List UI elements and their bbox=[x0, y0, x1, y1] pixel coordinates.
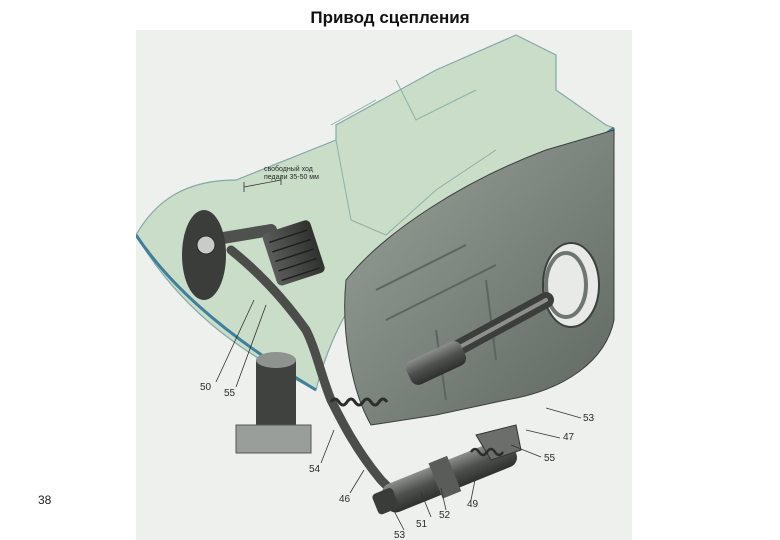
callout-55-left: 55 bbox=[224, 388, 236, 399]
panel-outline-lines bbox=[330, 79, 497, 236]
lower-support-post bbox=[256, 360, 296, 435]
clutch-housing bbox=[344, 129, 615, 426]
free-play-note-line1: свободный ход bbox=[264, 165, 313, 173]
housing-bell-opening bbox=[542, 242, 600, 328]
upper-cylinder bbox=[405, 341, 467, 385]
pedal-free-play-dimension bbox=[243, 175, 282, 192]
callout-53-bottom: 53 bbox=[394, 530, 406, 540]
callout-49: 49 bbox=[467, 499, 479, 510]
callout-50: 50 bbox=[200, 382, 212, 393]
clutch-pedal-lever bbox=[226, 245, 401, 500]
pedal-pad bbox=[262, 220, 325, 286]
slide-title: Привод сцепления bbox=[310, 8, 470, 27]
lower-spring bbox=[469, 447, 505, 457]
callout-47: 47 bbox=[563, 432, 575, 443]
callout-53-right: 53 bbox=[583, 413, 595, 424]
callout-52: 52 bbox=[439, 510, 451, 521]
callout-leaders bbox=[215, 299, 582, 531]
callout-51: 51 bbox=[416, 519, 428, 530]
free-play-note-line2: педали 35-50 мм bbox=[264, 174, 319, 181]
housing-ribs bbox=[375, 244, 497, 401]
callout-55-right: 55 bbox=[544, 453, 556, 464]
page-number: 38 bbox=[38, 493, 52, 507]
pedal-bracket bbox=[182, 210, 226, 300]
clutch-drive-illustration: свободный ход педали 35-50 мм 50 55 54 4… bbox=[136, 30, 632, 540]
callout-46: 46 bbox=[339, 494, 351, 505]
release-fork-ring bbox=[544, 251, 588, 319]
return-spring bbox=[329, 397, 389, 407]
callout-54: 54 bbox=[309, 464, 321, 475]
base-plate bbox=[235, 424, 312, 454]
